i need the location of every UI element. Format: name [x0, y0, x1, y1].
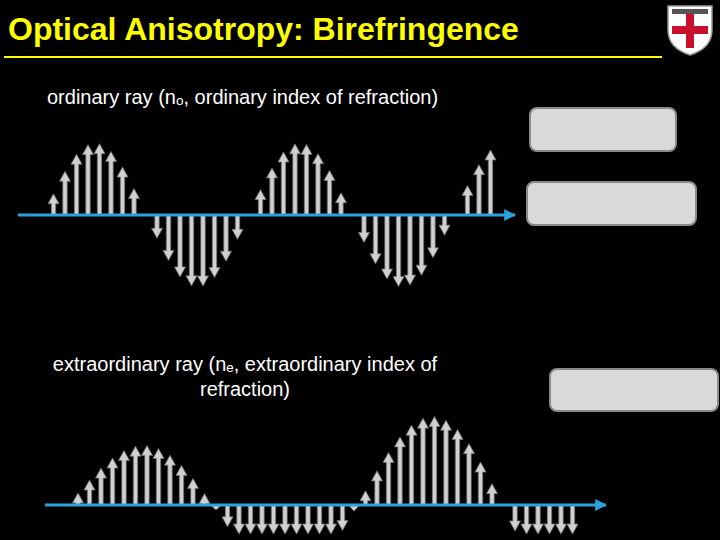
- field-vector: [326, 505, 337, 534]
- field-vector: [475, 462, 486, 505]
- placeholder-box: [530, 108, 676, 151]
- field-vector: [257, 505, 268, 534]
- field-vector: [372, 471, 383, 505]
- field-vector: [556, 505, 567, 534]
- field-vector: [267, 168, 278, 215]
- field-vector: [474, 165, 485, 215]
- field-vector: [165, 455, 176, 505]
- title-rule: [4, 56, 662, 58]
- field-vector: [83, 145, 94, 215]
- field-vector: [313, 154, 324, 215]
- field-vector: [84, 480, 95, 505]
- field-vector: [336, 193, 347, 215]
- field-vector: [153, 449, 164, 505]
- field-vector: [393, 215, 404, 286]
- field-vector: [418, 418, 429, 505]
- field-vector: [142, 445, 153, 505]
- field-vector: [324, 170, 335, 215]
- field-vector: [117, 167, 128, 215]
- field-vector: [280, 505, 291, 534]
- ray-axis: [18, 214, 515, 217]
- field-vector: [359, 215, 370, 242]
- field-vector: [441, 420, 452, 505]
- field-vector: [382, 215, 393, 279]
- field-vector: [567, 505, 578, 534]
- field-vector: [198, 215, 209, 286]
- field-vector: [439, 215, 450, 235]
- field-vector: [521, 505, 532, 534]
- field-vector: [73, 493, 84, 505]
- field-vector: [255, 190, 266, 215]
- ray-axis: [45, 504, 606, 507]
- placeholder-box: [527, 182, 696, 225]
- field-vector: [209, 215, 220, 277]
- field-vector: [129, 189, 140, 215]
- field-vector: [60, 171, 71, 215]
- field-vector: [71, 154, 82, 215]
- field-vector: [533, 505, 544, 534]
- field-vector: [360, 491, 371, 505]
- field-vector: [428, 215, 439, 258]
- field-vector: [278, 152, 289, 215]
- field-vector: [406, 425, 417, 505]
- field-vector: [429, 416, 440, 505]
- ray-caption: ordinary ray (nₒ, ordinary index of refr…: [47, 85, 517, 110]
- field-vector: [221, 215, 232, 261]
- field-vector: [268, 505, 279, 534]
- field-vector: [96, 468, 107, 505]
- field-vector: [107, 458, 118, 505]
- field-vector: [405, 215, 416, 285]
- field-vector: [291, 505, 302, 534]
- field-vector: [199, 494, 210, 505]
- field-vector: [152, 215, 163, 238]
- field-vector: [464, 444, 475, 505]
- field-vector: [245, 505, 256, 534]
- field-vector: [232, 215, 243, 239]
- field-vector: [370, 215, 381, 264]
- field-vector: [462, 186, 473, 215]
- field-vector: [186, 215, 197, 286]
- field-vector: [301, 144, 312, 215]
- field-vector: [452, 429, 463, 505]
- field-vector: [163, 215, 174, 260]
- field-vector: [416, 215, 427, 275]
- field-vector: [119, 451, 130, 505]
- field-vector: [188, 478, 199, 505]
- field-vector: [130, 446, 141, 505]
- field-vector: [106, 151, 117, 215]
- field-vector: [314, 505, 325, 534]
- field-vector: [337, 505, 348, 530]
- field-vector: [485, 150, 496, 215]
- field-vector: [290, 144, 301, 215]
- field-vector: [383, 453, 394, 505]
- university-crest: [668, 6, 712, 55]
- field-vector: [234, 505, 245, 534]
- slide-title: Optical Anisotropy: Birefringence: [8, 12, 519, 47]
- field-vector: [175, 215, 186, 277]
- field-vector: [487, 484, 498, 505]
- field-vector: [395, 437, 406, 505]
- field-vector: [222, 505, 233, 527]
- field-vector: [48, 194, 59, 215]
- field-vector: [544, 505, 555, 534]
- field-vector: [94, 144, 105, 215]
- placeholder-box: [550, 369, 718, 411]
- field-vector: [303, 505, 314, 534]
- field-vector: [176, 465, 187, 505]
- ray-caption: extraordinary ray (nₑ, extraordinary ind…: [20, 352, 470, 402]
- field-vector: [510, 505, 521, 531]
